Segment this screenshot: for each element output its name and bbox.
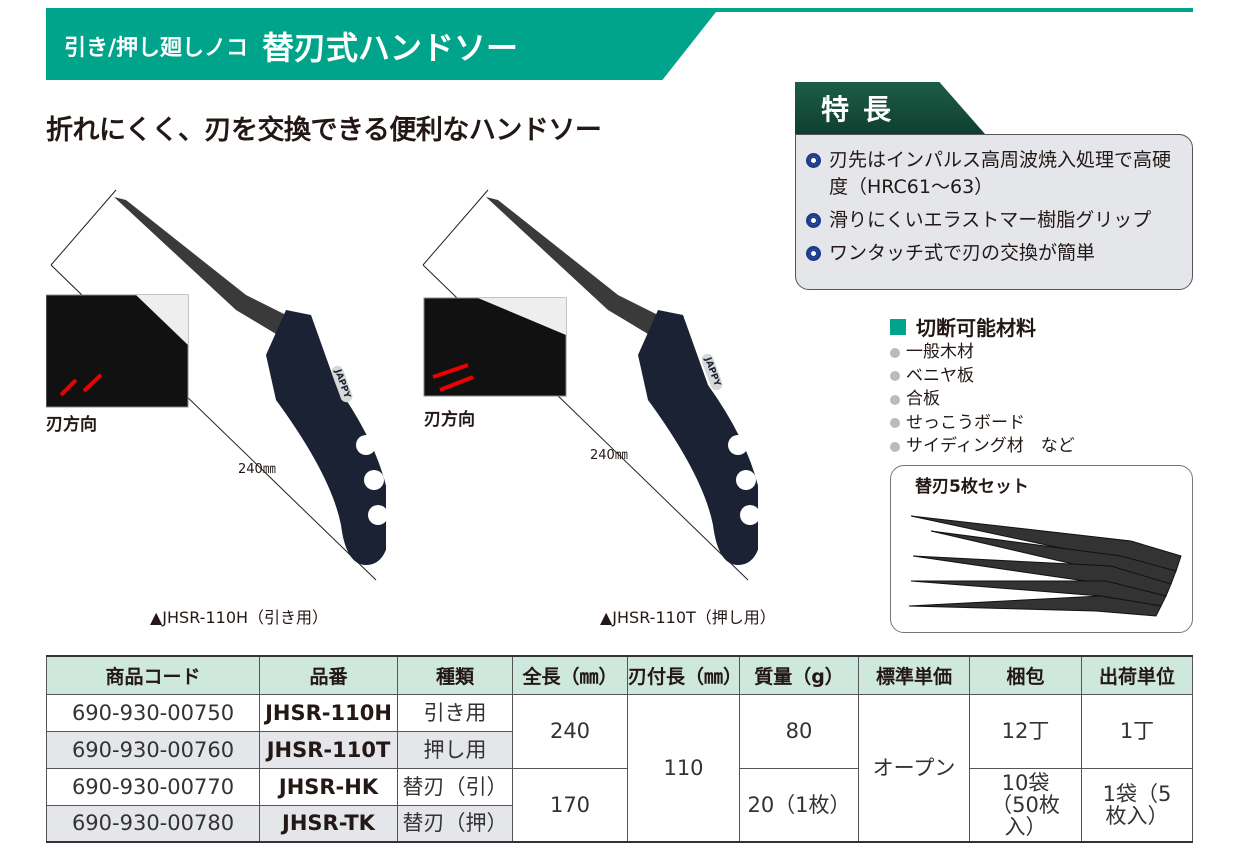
saw-110h-image <box>46 189 386 581</box>
column-header: 品番 <box>259 655 398 695</box>
blades-image <box>908 515 1182 617</box>
product-code: 690-930-00770 <box>46 767 260 806</box>
bullet-icon <box>890 441 900 452</box>
length-label: 240㎜ <box>590 448 628 463</box>
table-row: 690-930-00750 JHSR-110H 引き用 240 110 80 オ… <box>46 693 1193 843</box>
materials-title: 切断可能材料 <box>890 312 1036 341</box>
materials-title-text: 切断可能材料 <box>916 316 1036 340</box>
product-code: 690-930-00780 <box>46 804 260 843</box>
column-header: 質量（g） <box>739 655 859 695</box>
column-header: 出荷単位 <box>1081 655 1193 695</box>
material-text: 一般木材 <box>906 342 974 362</box>
mass: 20（1枚） <box>739 767 859 843</box>
replacement-set-box: 替刃5枚セット <box>890 465 1193 633</box>
product-type: 押し用 <box>397 730 513 769</box>
product-caption: ▲JHSR-110H（引き用） <box>150 608 329 627</box>
lead-text: 折れにくく、刃を交換できる便利なハンドソー <box>46 115 602 146</box>
table-row: 690-930-00760 JHSR-110T 押し用 <box>46 730 1193 769</box>
set-label: 替刃5枚セット <box>915 477 1029 497</box>
title-band: 引き/押し廻しノコ 替刃式ハンドソー <box>46 12 716 80</box>
product-type: 替刃（引） <box>397 767 513 806</box>
total-length: 170 <box>512 767 628 843</box>
packing: 12丁 <box>969 693 1082 769</box>
blade-length: 110 <box>627 693 740 843</box>
bullet-icon <box>890 394 900 405</box>
column-header: 標準単価 <box>858 655 970 695</box>
material-item: 合板 <box>890 388 1075 412</box>
table-header-row: 商品コード 品番 種類 全長（㎜） 刃付長（㎜） 質量（g） 標準単価 梱包 出… <box>46 655 1193 695</box>
length-label: 240㎜ <box>238 462 276 477</box>
model-number: JHSR-TK <box>259 804 398 843</box>
blade-direction-label: 刃方向 <box>424 410 475 430</box>
top-rule <box>46 8 1193 12</box>
material-item: 一般木材 <box>890 341 1075 365</box>
bullet-icon <box>806 246 821 261</box>
model-number: JHSR-110H <box>259 693 398 732</box>
product-type: 替刃（押） <box>397 804 513 843</box>
packing: 10袋（50枚入） <box>969 767 1082 843</box>
feature-text: 刃先はインパルス高周波焼入処理で高硬度（HRC61〜63） <box>829 149 1172 198</box>
column-header: 全長（㎜） <box>512 655 628 695</box>
model-number: JHSR-110T <box>259 730 398 769</box>
saw-110t-image <box>422 189 758 581</box>
dimension-line <box>50 189 117 266</box>
shipping-unit: 1丁 <box>1081 693 1193 769</box>
material-text: ベニヤ板 <box>906 365 974 386</box>
bullet-icon <box>890 418 900 429</box>
materials-list: 一般木材 ベニヤ板 合板 せっこうボード サイディング材 など <box>890 341 1075 459</box>
features-box: 刃先はインパルス高周波焼入処理で高硬度（HRC61〜63） 滑りにくいエラストマ… <box>795 134 1193 290</box>
product-type: 引き用 <box>397 693 513 732</box>
column-header: 商品コード <box>46 655 260 695</box>
dimension-line <box>422 189 489 266</box>
spec-table: 商品コード 品番 種類 全長（㎜） 刃付長（㎜） 質量（g） 標準単価 梱包 出… <box>46 655 1193 843</box>
feature-text: ワンタッチ式で刃の交換が簡単 <box>829 242 1096 264</box>
product-caption: ▲JHSR-110T（押し用） <box>600 608 776 627</box>
material-text: せっこうボード <box>906 412 1025 433</box>
features-title: 特長 <box>795 82 985 134</box>
table-row: 690-930-00770 JHSR-HK 替刃（引） 170 20（1枚） 1… <box>46 767 1193 843</box>
bullet-icon <box>890 371 900 382</box>
page-title: 替刃式ハンドソー <box>262 29 519 67</box>
blade-direction-label: 刃方向 <box>46 415 97 435</box>
column-header: 梱包 <box>969 655 1082 695</box>
total-length: 240 <box>512 693 628 769</box>
square-icon <box>890 318 906 335</box>
material-item: せっこうボード <box>890 412 1075 436</box>
material-item: ベニヤ板 <box>890 365 1075 389</box>
table-row: 690-930-00780 JHSR-TK 替刃（押） <box>46 804 1193 843</box>
material-text: 合板 <box>906 389 940 409</box>
shipping-unit: 1袋（5枚入） <box>1081 767 1193 843</box>
column-header: 種類 <box>397 655 513 695</box>
bullet-icon <box>890 347 900 358</box>
model-number: JHSR-HK <box>259 767 398 806</box>
mass: 80 <box>739 693 859 769</box>
bullet-icon <box>806 213 821 228</box>
feature-item: 滑りにくいエラストマー樹脂グリップ <box>806 207 1182 234</box>
material-item: サイディング材 など <box>890 435 1075 459</box>
subtitle: 引き/押し廻しノコ <box>64 36 249 61</box>
feature-item: ワンタッチ式で刃の交換が簡単 <box>806 240 1182 267</box>
bullet-icon <box>806 153 821 168</box>
product-code: 690-930-00750 <box>46 693 260 732</box>
material-text: サイディング材 など <box>906 436 1075 456</box>
feature-text: 滑りにくいエラストマー樹脂グリップ <box>829 209 1152 231</box>
column-header: 刃付長（㎜） <box>627 655 742 695</box>
standard-price: オープン <box>858 693 970 843</box>
product-code: 690-930-00760 <box>46 730 260 769</box>
feature-item: 刃先はインパルス高周波焼入処理で高硬度（HRC61〜63） <box>806 147 1182 201</box>
